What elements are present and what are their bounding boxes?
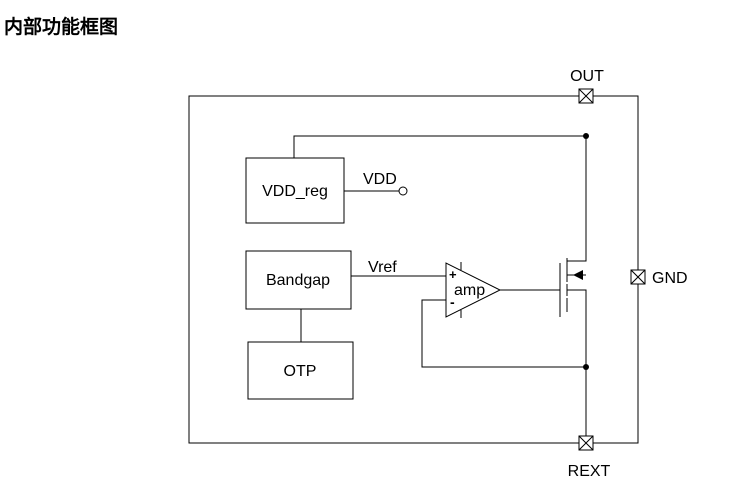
pin-rext-label: REXT	[568, 463, 611, 480]
amp-label: amp	[454, 282, 485, 299]
chip-boundary	[188, 95, 639, 444]
pin-out-label: OUT	[570, 68, 604, 85]
bandgap-label: Bandgap	[266, 272, 330, 289]
amp-feedback-wire	[421, 299, 586, 368]
otp-block	[247, 341, 354, 400]
mosfet-body-arrow	[573, 270, 583, 280]
pin-gnd-icon	[630, 269, 646, 285]
mosfet-drain-wire	[567, 136, 587, 262]
amp-symbol	[445, 262, 502, 318]
bandgap-block	[245, 250, 352, 310]
junction-dot-top	[583, 133, 589, 139]
vdd-reg-supply-wire	[293, 135, 586, 158]
junction-dot-bottom	[583, 364, 589, 370]
pin-out-icon	[578, 88, 594, 104]
amp-minus-label: -	[450, 294, 455, 310]
vdd-net-label: VDD	[363, 171, 397, 188]
vdd-reg-label: VDD_reg	[262, 183, 328, 200]
amp-plus-label: +	[449, 267, 457, 282]
pin-rext-icon	[578, 435, 594, 451]
vref-net-label: Vref	[368, 259, 397, 276]
page-title: 内部功能框图	[4, 16, 119, 38]
mosfet-source-wire	[567, 289, 587, 436]
otp-label: OTP	[284, 363, 317, 380]
vdd-terminal	[398, 186, 408, 196]
pin-gnd-label: GND	[652, 270, 688, 287]
